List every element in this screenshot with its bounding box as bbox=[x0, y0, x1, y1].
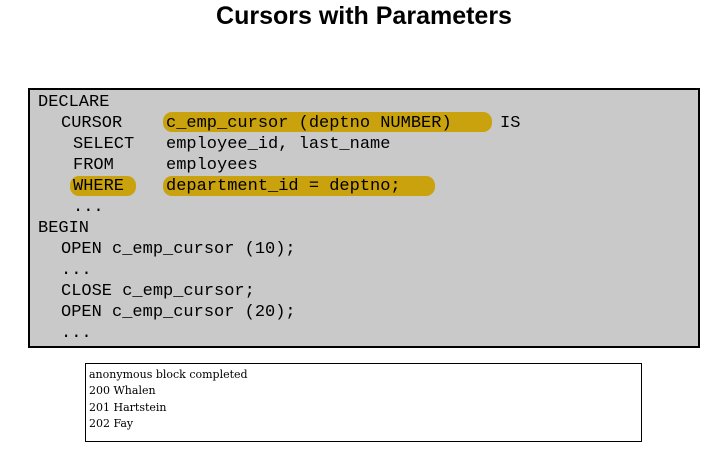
code-open-20: OPEN c_emp_cursor (20); bbox=[61, 303, 296, 322]
code-ellipsis-2: ... bbox=[61, 261, 92, 280]
output-line: 200 Whalen bbox=[89, 384, 156, 397]
code-where-condition: department_id = deptno; bbox=[166, 177, 401, 196]
where-clause-highlight bbox=[163, 176, 435, 196]
code-line-declare: DECLARE bbox=[38, 93, 110, 112]
code-cursor-signature: c_emp_cursor (deptno NUMBER) bbox=[166, 114, 452, 133]
code-keyword-from: FROM bbox=[73, 156, 114, 175]
code-block: DECLARE CURSOR c_emp_cursor (deptno NUMB… bbox=[28, 88, 700, 348]
code-open-10: OPEN c_emp_cursor (10); bbox=[61, 240, 296, 259]
output-line: anonymous block completed bbox=[89, 368, 248, 381]
code-close-cursor: CLOSE c_emp_cursor; bbox=[61, 282, 255, 301]
code-ellipsis-1: ... bbox=[73, 198, 104, 217]
output-line: 201 Hartstein bbox=[89, 401, 167, 414]
code-keyword-cursor: CURSOR bbox=[61, 114, 123, 133]
code-keyword-is: IS bbox=[500, 114, 521, 133]
output-line: 202 Fay bbox=[89, 417, 134, 430]
output-panel: anonymous block completed 200 Whalen 201… bbox=[85, 363, 642, 442]
page-title: Cursors with Parameters bbox=[216, 2, 512, 30]
code-keyword-where: WHERE bbox=[73, 177, 125, 196]
code-select-columns: employee_id, last_name bbox=[166, 135, 391, 154]
code-keyword-select: SELECT bbox=[73, 135, 135, 154]
code-line-begin: BEGIN bbox=[38, 219, 90, 238]
where-keyword-highlight bbox=[70, 176, 136, 196]
code-from-table: employees bbox=[166, 156, 258, 175]
cursor-declaration-highlight bbox=[163, 112, 492, 132]
code-ellipsis-3: ... bbox=[61, 324, 92, 343]
